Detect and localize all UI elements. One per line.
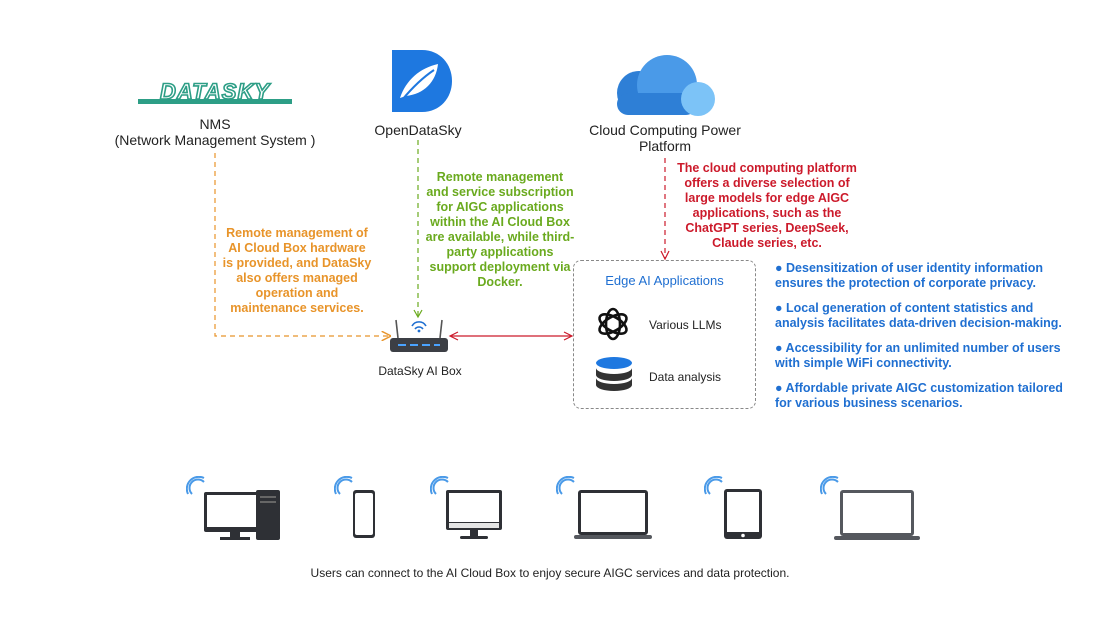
smartphone-icon	[334, 476, 375, 538]
opendatasky-annotation: Remote management and service subscripti…	[425, 170, 575, 289]
cloud-title-line2: Platform	[638, 138, 692, 154]
notebook-icon	[820, 476, 920, 540]
benefits-list: ● Desensitization of user identity infor…	[775, 261, 1095, 421]
nms-annotation: Remote management of AI Cloud Box hardwa…	[222, 226, 372, 315]
edge-ai-applications-box: Edge AI Applications Various LLMs Data a…	[573, 260, 756, 409]
svg-text:DATASKY: DATASKY	[160, 80, 271, 104]
bottom-caption: Users can connect to the AI Cloud Box to…	[310, 566, 790, 580]
benefit-item: ● Affordable private AIGC customization …	[775, 381, 1063, 410]
tablet-icon	[704, 476, 762, 539]
opendatasky-logo-icon	[392, 50, 452, 112]
nms-subtitle: (Network Management System )	[114, 132, 316, 148]
benefit-item: ● Accessibility for an unlimited number …	[775, 341, 1061, 370]
edge-title: Edge AI Applications	[605, 273, 724, 288]
nms-title: NMS	[199, 116, 231, 132]
desktop-pc-icon	[186, 476, 280, 540]
monitor-icon	[430, 476, 502, 539]
nms-connector	[214, 153, 390, 336]
benefit-item: ● Local generation of content statistics…	[775, 301, 1062, 330]
benefit-item: ● Desensitization of user identity infor…	[775, 261, 1043, 290]
laptop-icon	[556, 476, 652, 539]
cloud-annotation: The cloud computing platform offers a di…	[677, 161, 857, 250]
edge-item-data-analysis: Data analysis	[649, 370, 722, 384]
cloud-title-line1: Cloud Computing Power	[589, 122, 741, 138]
database-icon	[596, 357, 632, 391]
cloud-icon	[617, 55, 715, 116]
edge-item-llms: Various LLMs	[649, 318, 722, 332]
router-icon	[390, 319, 448, 352]
datasky-logo: DATASKY	[138, 80, 292, 105]
opendatasky-title: OpenDataSky	[374, 122, 462, 138]
openai-icon	[598, 307, 628, 341]
ai-box-label: DataSky AI Box	[378, 364, 462, 378]
